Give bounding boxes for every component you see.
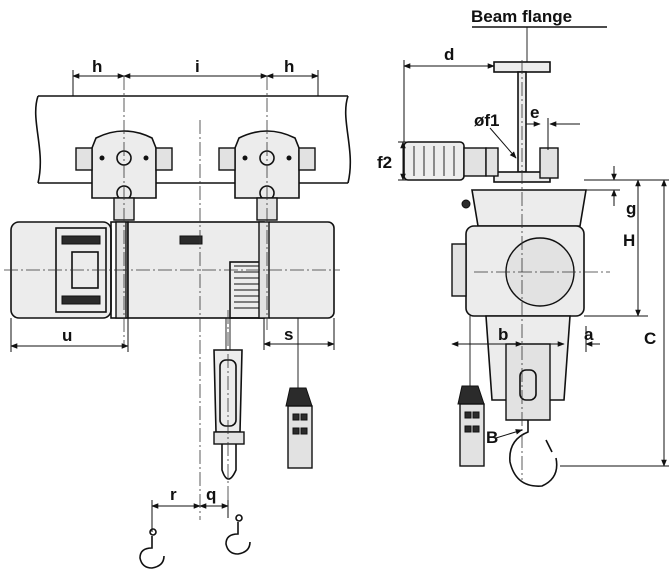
front-view: h i h u s r q (4, 57, 352, 569)
dim-a-label: a (584, 325, 594, 344)
dim-f1-label: øf1 (474, 111, 500, 130)
dim-f2-label: f2 (377, 153, 392, 172)
dim-b-label: b (498, 325, 508, 344)
pendant-front (285, 318, 313, 469)
dim-s-label: s (284, 325, 293, 344)
side-wheel (539, 147, 559, 179)
dim-i-label: i (195, 57, 200, 76)
dim-H-label: H (623, 231, 635, 250)
hook-ghost-left (139, 528, 165, 569)
beam-flange-title: Beam flange (471, 7, 572, 26)
dim-h-right-label: h (284, 57, 294, 76)
dim-g-label: g (626, 199, 636, 218)
hook-block-front (213, 318, 245, 480)
hook-ghost-right (225, 514, 251, 555)
dim-r-label: r (170, 485, 177, 504)
dim-u-label: u (62, 326, 72, 345)
dim-h-left-label: h (92, 57, 102, 76)
side-motor (403, 141, 499, 181)
dim-C-label: C (644, 329, 656, 348)
dim-d-label: d (444, 45, 454, 64)
dim-q-label: q (206, 485, 216, 504)
dim-B-label: B (486, 428, 498, 447)
dim-e-label: e (530, 103, 539, 122)
pendant-side (457, 316, 485, 467)
side-view: Beam flange (377, 7, 669, 487)
